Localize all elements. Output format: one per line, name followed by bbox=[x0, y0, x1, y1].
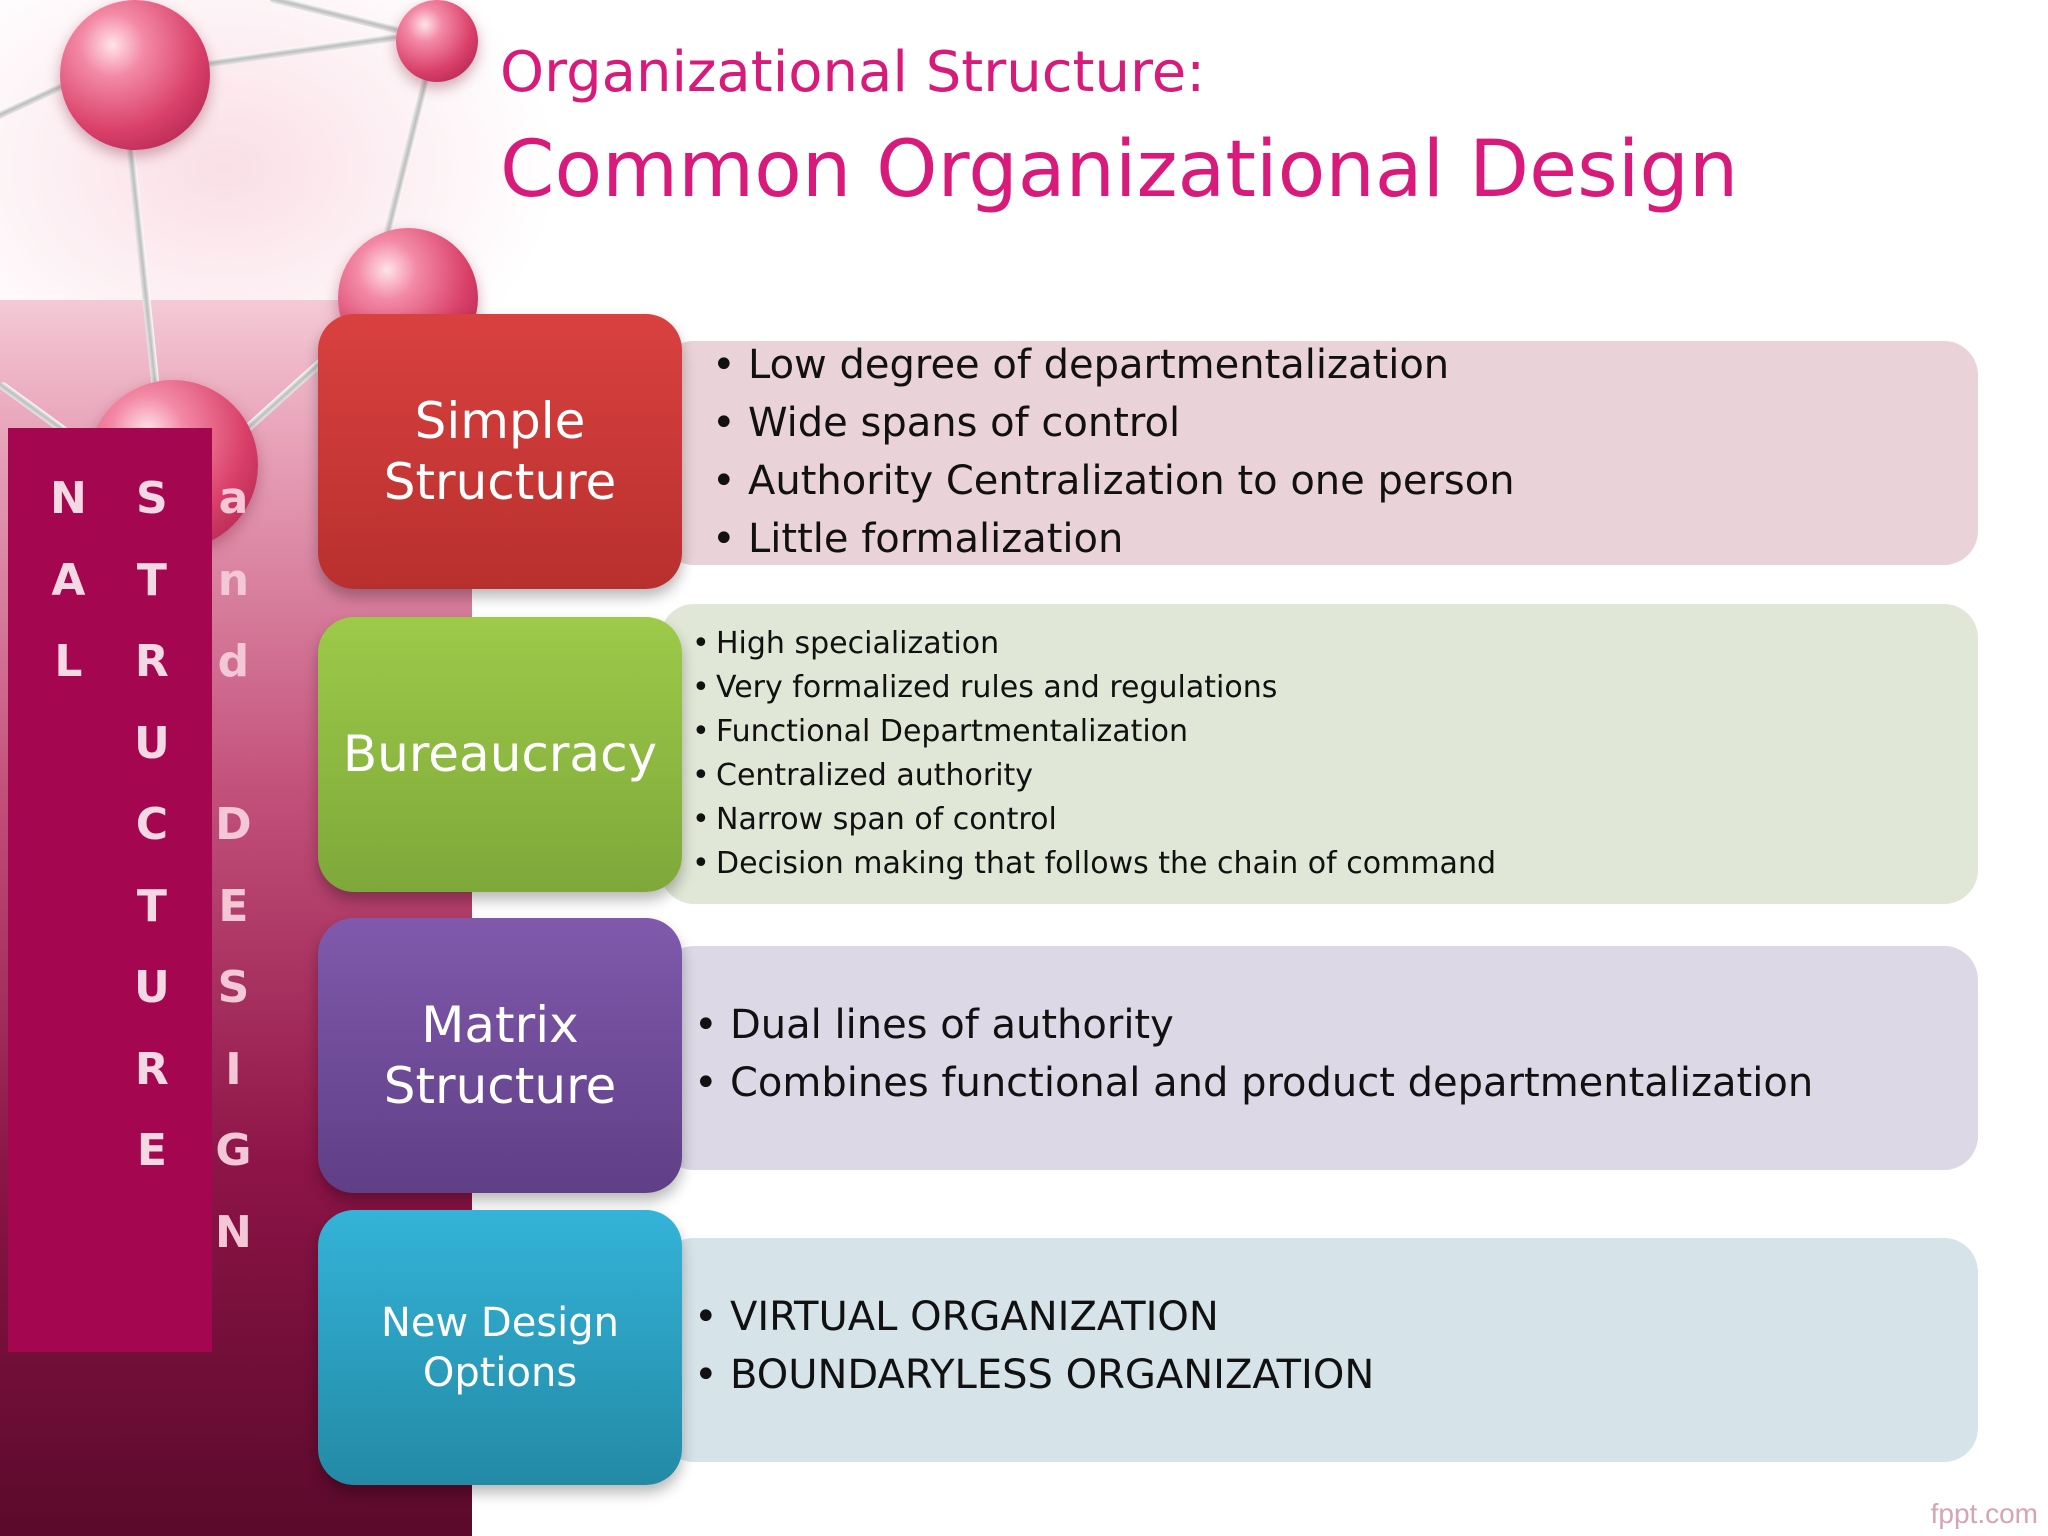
banner-letter: L bbox=[54, 636, 83, 687]
molecule-sphere bbox=[60, 0, 210, 150]
list-item: Decision making that follows the chain o… bbox=[692, 842, 1496, 886]
list-item: Authority Centralization to one person bbox=[712, 452, 1515, 510]
slide-subtitle: Organizational Structure: bbox=[500, 40, 1206, 105]
molecule-sphere bbox=[396, 0, 478, 82]
list-item: Combines functional and product departme… bbox=[694, 1054, 1813, 1112]
label-text: New Design Options bbox=[380, 1299, 620, 1396]
slide-title: Common Organizational Design bbox=[500, 125, 1739, 215]
banner-letter: C bbox=[135, 799, 169, 850]
banner-letter: E bbox=[218, 880, 249, 932]
banner-letter: G bbox=[215, 1125, 252, 1176]
banner-letter: d bbox=[217, 636, 250, 687]
label-text: Matrix Structure bbox=[383, 995, 617, 1115]
label-text: Simple Structure bbox=[383, 391, 617, 511]
list-item: Dual lines of authority bbox=[694, 996, 1813, 1054]
list-item: Centralized authority bbox=[692, 754, 1496, 798]
banner-letter: R bbox=[134, 1043, 169, 1095]
list-item: VIRTUAL ORGANIZATION bbox=[694, 1288, 1374, 1346]
banner-letter: a bbox=[218, 473, 249, 524]
banner-letter: n bbox=[217, 554, 250, 606]
watermark: fppt.com bbox=[1930, 1498, 2038, 1529]
list-item: Low degree of departmentalization bbox=[712, 336, 1515, 394]
new-design-options-list: VIRTUAL ORGANIZATION BOUNDARYLESS ORGANI… bbox=[694, 1288, 1374, 1404]
matrix-structure-list: Dual lines of authority Combines functio… bbox=[694, 996, 1813, 1112]
banner-letter: T bbox=[136, 880, 167, 932]
banner-letter bbox=[226, 703, 241, 785]
simple-structure-list: Low degree of departmentalization Wide s… bbox=[712, 336, 1515, 568]
banner-letter: S bbox=[217, 962, 250, 1013]
list-item: BOUNDARYLESS ORGANIZATION bbox=[694, 1346, 1374, 1404]
banner-letter: T bbox=[136, 554, 167, 606]
side-banner bbox=[8, 428, 212, 1352]
banner-letter: E bbox=[136, 1125, 167, 1176]
banner-letter: A bbox=[51, 554, 86, 606]
banner-letter: S bbox=[136, 473, 168, 524]
banner-letter: U bbox=[134, 962, 170, 1013]
label-text: Bureaucracy bbox=[342, 725, 658, 783]
banner-letter: N bbox=[50, 473, 87, 524]
banner-letter: I bbox=[225, 1043, 242, 1095]
matrix-structure-label: Matrix Structure bbox=[318, 918, 682, 1193]
banner-letter: N bbox=[215, 1206, 252, 1258]
simple-structure-label: Simple Structure bbox=[318, 314, 682, 589]
bureaucracy-list: High specialization Very formalized rule… bbox=[692, 622, 1496, 886]
banner-letter: U bbox=[134, 717, 170, 769]
list-item: Wide spans of control bbox=[712, 394, 1515, 452]
banner-letter: R bbox=[134, 636, 169, 687]
list-item: Little formalization bbox=[712, 510, 1515, 568]
list-item: Very formalized rules and regulations bbox=[692, 666, 1496, 710]
bureaucracy-label: Bureaucracy bbox=[318, 617, 682, 892]
list-item: Functional Departmentalization bbox=[692, 710, 1496, 754]
list-item: Narrow span of control bbox=[692, 798, 1496, 842]
banner-letter: D bbox=[215, 799, 252, 850]
list-item: High specialization bbox=[692, 622, 1496, 666]
new-design-options-label: New Design Options bbox=[318, 1210, 682, 1485]
